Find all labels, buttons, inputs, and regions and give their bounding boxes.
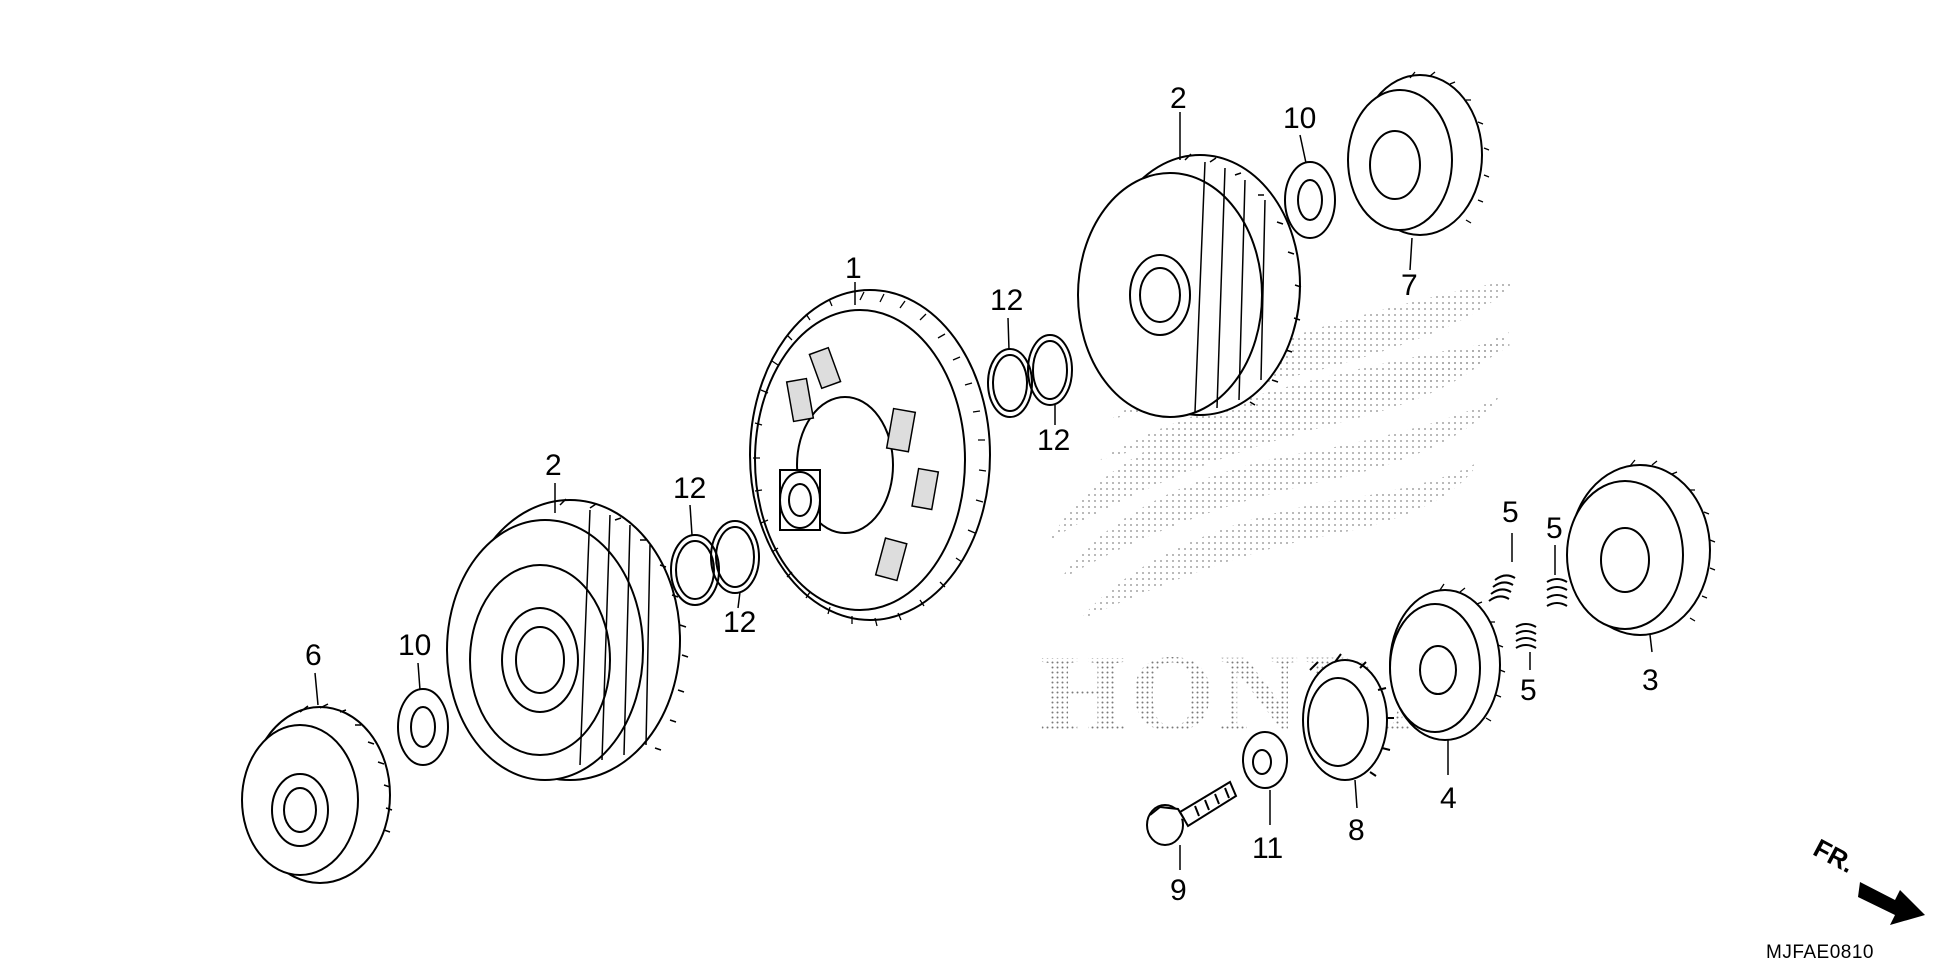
spring-part-5-c [1515,623,1537,649]
washer-part-10-lower [397,688,449,766]
honda-wing-watermark [1050,281,1515,620]
plate-part-8 [1302,653,1394,781]
part-label-5-c: 5 [1520,674,1537,707]
spring-part-5-b [1546,578,1568,607]
leader-lines [314,112,1653,870]
part-label-9: 9 [1170,874,1187,907]
primary-gear-part-1 [749,289,991,627]
o-ring-part-12-left-b [710,520,760,594]
part-label-11: 11 [1252,832,1283,865]
diagram-reference-code: MJFAE0810 [1766,942,1874,963]
part-label-2-upper: 2 [1170,82,1187,115]
bolt-part-9 [1146,780,1238,846]
gear-part-7 [1347,71,1490,236]
o-ring-part-12-right-b [1027,334,1073,406]
part-label-5-b: 5 [1546,512,1563,545]
part-label-1: 1 [845,252,862,285]
clutch-drum-part-2-lower [446,498,689,781]
part-label-3: 3 [1642,664,1659,697]
gear-part-3 [1566,459,1716,636]
part-label-12-right-a: 12 [990,284,1023,317]
spring-part-5-a [1488,574,1516,602]
part-label-6: 6 [305,639,322,672]
front-arrow-icon [1858,882,1925,925]
gear-part-4 [1389,583,1506,741]
o-ring-part-12-left-a [670,534,720,606]
part-label-2-lower: 2 [545,449,562,482]
clutch-drum-part-2-upper [1077,153,1302,418]
part-label-12-right-b: 12 [1037,424,1070,457]
part-label-4: 4 [1440,782,1457,815]
washer-part-10-upper [1284,161,1336,239]
front-direction-label: FR. [1809,833,1860,879]
front-direction-indicator: FR. [1809,833,1925,925]
o-ring-part-12-right-a [987,348,1033,418]
part-label-8: 8 [1348,814,1365,847]
part-label-12-left-b: 12 [723,606,756,639]
part-label-10-upper: 10 [1283,102,1316,135]
part-label-7: 7 [1401,269,1418,302]
gear-part-6 [241,703,393,884]
washer-part-11 [1242,731,1288,789]
part-label-5-a: 5 [1502,496,1519,529]
part-label-10-lower: 10 [398,629,431,662]
part-label-12-left-a: 12 [673,472,706,505]
